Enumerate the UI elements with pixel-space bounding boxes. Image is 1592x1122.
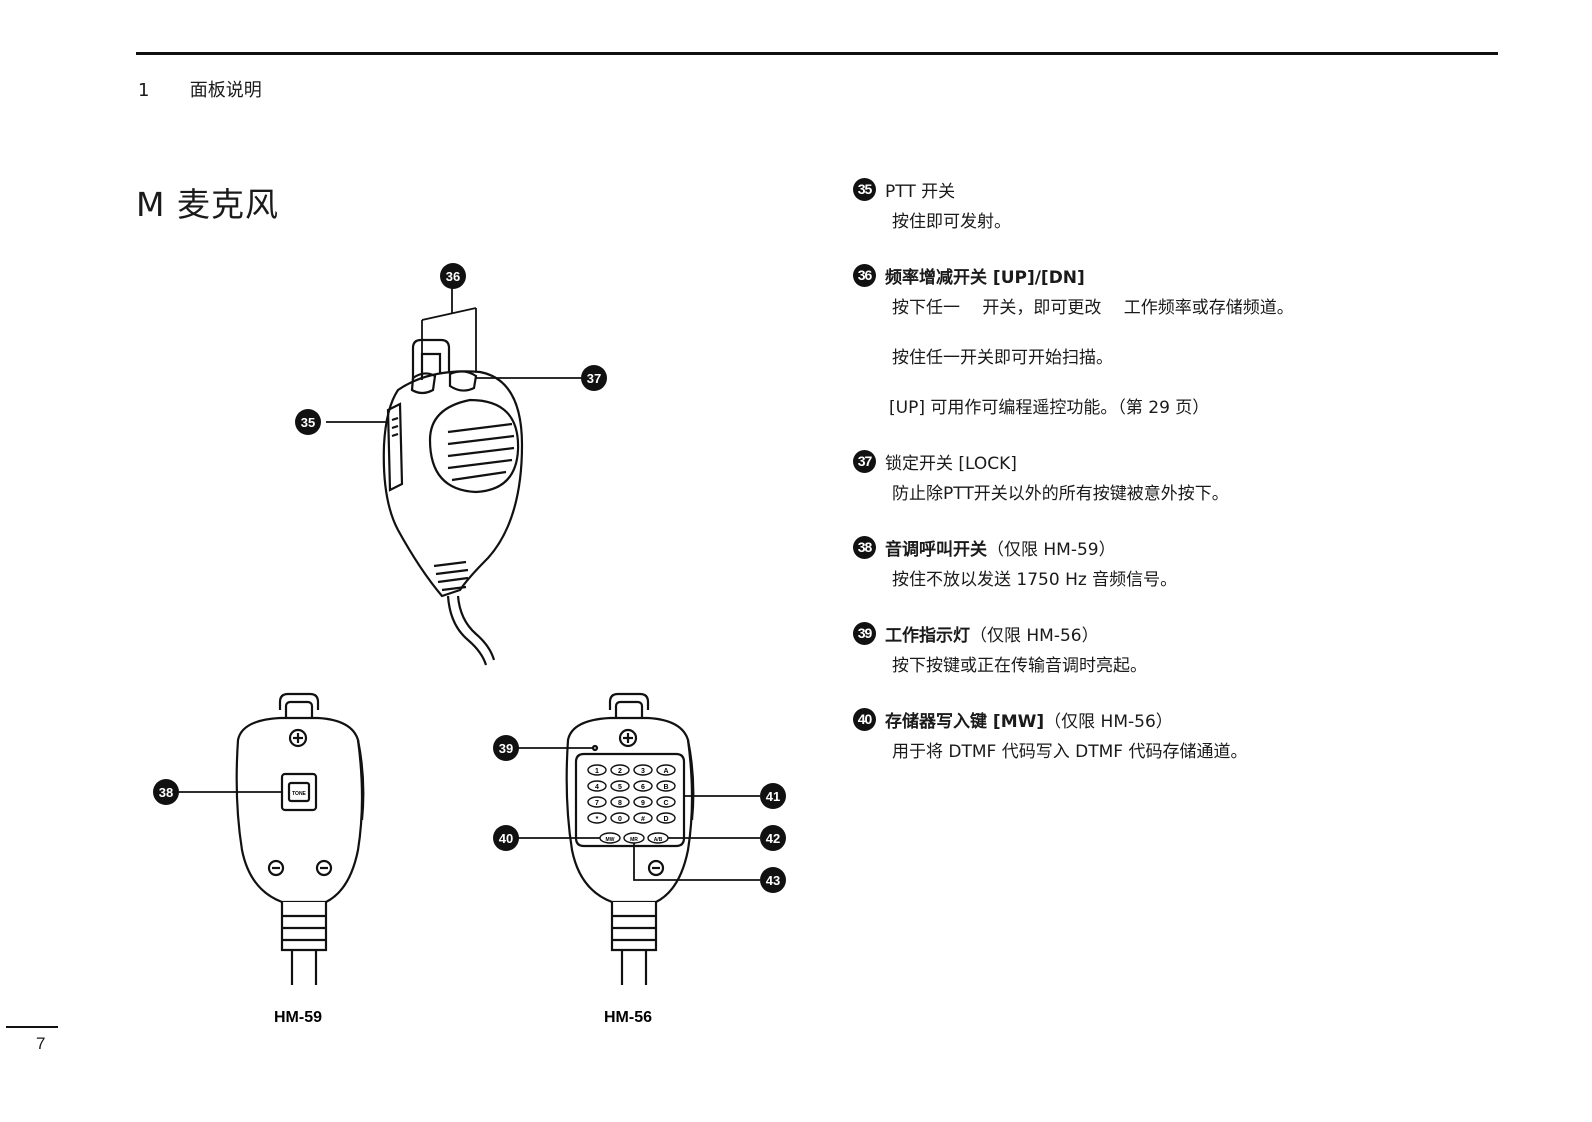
svg-text:9: 9 (641, 800, 645, 807)
entry-37: 37 锁定开关 [LOCK] 防止除PTT开关以外的所有按键被意外按下。 (853, 448, 1513, 506)
svg-text:41: 41 (766, 789, 780, 804)
entry-desc: 用于将 DTMF 代码写入 DTMF 代码存储通道。 (892, 742, 1248, 762)
number-badge: 40 (853, 707, 876, 731)
entry-desc: 按住即可发射。 (892, 212, 1011, 232)
callout-43: 43 (760, 867, 786, 893)
number-badge: 35 (853, 177, 876, 201)
svg-text:0: 0 (618, 816, 622, 823)
number-badge: 38 (853, 535, 876, 559)
entry-title-bold: 工作指示灯 (885, 625, 970, 646)
entry-desc: 按住任一开关即可开始扫描。 (892, 348, 1113, 368)
chapter-title: 面板说明 (189, 80, 262, 101)
main-mic-drawing (382, 338, 524, 666)
entry-desc: 防止除PTT开关以外的所有按键被意外按下。 (892, 484, 1229, 504)
microphone-illustration: 36 37 35 (153, 263, 786, 1026)
number-badge: 37 (853, 449, 876, 473)
page-number: 7 (36, 1034, 46, 1053)
entry-title-note: （仅限 HM-59） (987, 539, 1116, 560)
entry-title-note: （仅限 HM-56） (1044, 711, 1173, 732)
hm59-drawing (235, 692, 365, 985)
entry-title: 36 频率增减开关 [UP]/[DN] (853, 262, 1513, 288)
callout-36: 36 (440, 263, 466, 289)
svg-text:MW: MW (606, 837, 615, 843)
entry-title-text: 锁定开关 [LOCK] (885, 453, 1017, 474)
svg-text:*: * (596, 816, 599, 823)
entry-desc: 按住不放以发送 1750 Hz 音频信号。 (892, 570, 1178, 590)
svg-text:6: 6 (641, 784, 645, 791)
entry-title: 37 锁定开关 [LOCK] (853, 448, 1513, 474)
svg-text:39: 39 (499, 741, 513, 756)
svg-text:B: B (663, 784, 668, 791)
chapter-number: 1 (138, 80, 150, 101)
entry-title-bold: 音调呼叫开关 (885, 539, 987, 560)
svg-text:36: 36 (446, 269, 460, 284)
footer-rule (6, 1026, 58, 1028)
svg-text:2: 2 (618, 768, 622, 775)
svg-text:40: 40 (499, 831, 513, 846)
svg-text:D: D (663, 816, 668, 823)
hm56-drawing (565, 692, 695, 985)
svg-text:3: 3 (641, 768, 645, 775)
svg-text:#: # (641, 816, 645, 823)
svg-text:MR: MR (630, 837, 638, 843)
svg-text:4: 4 (595, 784, 599, 791)
entry-title: 35 PTT 开关 (853, 176, 1513, 202)
callout-35: 35 (295, 409, 321, 435)
entry-title-bold: 存储器写入键 [MW] (885, 711, 1045, 732)
callout-41: 41 (760, 783, 786, 809)
svg-text:38: 38 (159, 785, 173, 800)
callout-38: 38 (153, 779, 179, 805)
callout-40: 40 (493, 825, 519, 851)
svg-text:8: 8 (618, 800, 622, 807)
entry-title: 39 工作指示灯 （仅限 HM-56） (853, 620, 1513, 646)
entry-desc: 按下按键或正在传输音调时亮起。 (892, 656, 1147, 676)
svg-text:43: 43 (766, 873, 780, 888)
entry-title-note: （仅限 HM-56） (970, 625, 1099, 646)
entries-list: 35 PTT 开关 按住即可发射。 36 频率增减开关 [UP]/[DN] 按下… (853, 176, 1513, 792)
entry-38: 38 音调呼叫开关 （仅限 HM-59） 按住不放以发送 1750 Hz 音频信… (853, 534, 1513, 592)
model-label-hm59: HM-59 (274, 1009, 322, 1026)
entry-desc: 按下任一 开关，即可更改 工作频率或存储频道。 (892, 298, 1294, 318)
svg-text:37: 37 (587, 371, 601, 386)
microphone-figure: 36 37 35 (130, 240, 810, 1034)
section-title: M 麦克风 (136, 185, 279, 224)
callout-42: 42 (760, 825, 786, 851)
number-badge: 36 (853, 263, 876, 287)
number-badge: 39 (853, 621, 876, 645)
tone-key-label: TONE (292, 791, 306, 797)
svg-text:A: A (663, 768, 668, 775)
svg-text:1: 1 (595, 768, 599, 775)
entry-40: 40 存储器写入键 [MW] （仅限 HM-56） 用于将 DTMF 代码写入 … (853, 706, 1513, 764)
svg-text:35: 35 (301, 415, 315, 430)
callout-39: 39 (493, 735, 519, 761)
entry-35: 35 PTT 开关 按住即可发射。 (853, 176, 1513, 234)
entry-title: 38 音调呼叫开关 （仅限 HM-59） (853, 534, 1513, 560)
entry-36: 36 频率增减开关 [UP]/[DN] 按下任一 开关，即可更改 工作频率或存储… (853, 262, 1513, 420)
svg-text:A/B: A/B (654, 837, 663, 843)
svg-text:7: 7 (595, 800, 599, 807)
hm56-keypad: 1 2 3 A 4 5 6 B 7 8 9 C * 0 # D MW MR A/B (587, 764, 676, 844)
entry-title: 40 存储器写入键 [MW] （仅限 HM-56） (853, 706, 1513, 732)
svg-text:C: C (663, 800, 668, 807)
entry-desc: [UP] 可用作可编程遥控功能。（第 29 页） (889, 398, 1210, 418)
entry-39: 39 工作指示灯 （仅限 HM-56） 按下按键或正在传输音调时亮起。 (853, 620, 1513, 678)
model-label-hm56: HM-56 (604, 1009, 652, 1026)
entry-title-text: 频率增减开关 [UP]/[DN] (885, 267, 1085, 288)
page-header: 1 面板说明 (138, 76, 262, 102)
top-rule (136, 52, 1498, 55)
callout-37: 37 (581, 365, 607, 391)
svg-text:42: 42 (766, 831, 780, 846)
svg-text:5: 5 (618, 784, 622, 791)
entry-title-text: PTT 开关 (885, 181, 956, 202)
